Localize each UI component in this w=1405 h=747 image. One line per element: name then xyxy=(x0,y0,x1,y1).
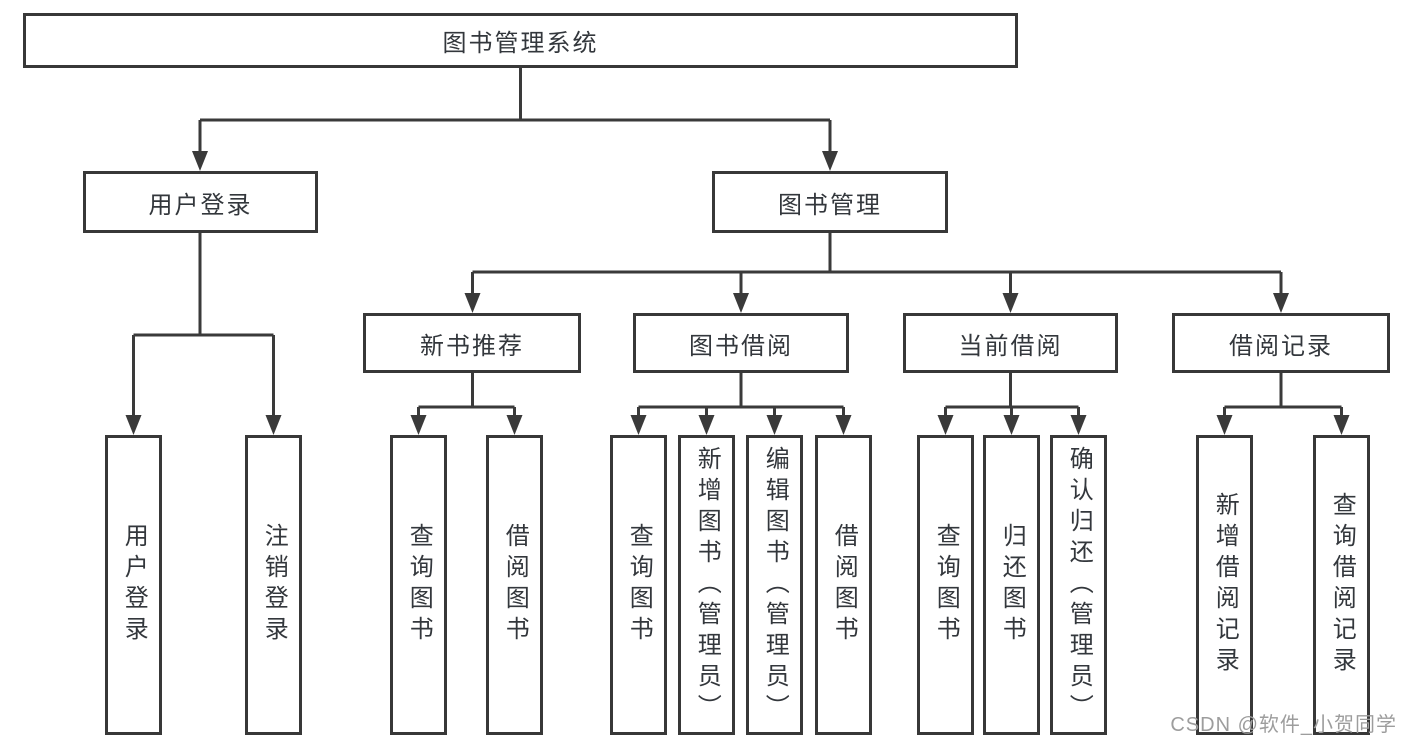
node-borrow-records: 借阅记录 xyxy=(1172,313,1390,373)
leaf-confirm-return-admin: 确认归还（管理员） xyxy=(1050,435,1107,735)
leaf-borrow-books: 借阅图书 xyxy=(815,435,872,735)
leaf-query-borrow-record: 查询借阅记录 xyxy=(1313,435,1370,735)
leaf-logout: 注销登录 xyxy=(245,435,302,735)
node-book-borrow: 图书借阅 xyxy=(633,313,849,373)
leaf-user-login: 用户登录 xyxy=(105,435,162,735)
node-book-management: 图书管理 xyxy=(712,171,948,233)
leaf-query-books-borrow: 查询图书 xyxy=(610,435,667,735)
leaf-add-borrow-record: 新增借阅记录 xyxy=(1196,435,1253,735)
leaf-edit-book-admin: 编辑图书（管理员） xyxy=(746,435,803,735)
node-current-borrow: 当前借阅 xyxy=(903,313,1118,373)
leaf-query-books-recommend: 查询图书 xyxy=(390,435,447,735)
leaf-query-books-current: 查询图书 xyxy=(917,435,974,735)
node-new-book-recommend: 新书推荐 xyxy=(363,313,581,373)
leaf-return-book: 归还图书 xyxy=(983,435,1040,735)
node-user-login: 用户登录 xyxy=(83,171,318,233)
leaf-add-book-admin: 新增图书（管理员） xyxy=(678,435,735,735)
node-root-system: 图书管理系统 xyxy=(23,13,1018,68)
leaf-borrow-books-recommend: 借阅图书 xyxy=(486,435,543,735)
arrowheads xyxy=(125,151,1350,435)
